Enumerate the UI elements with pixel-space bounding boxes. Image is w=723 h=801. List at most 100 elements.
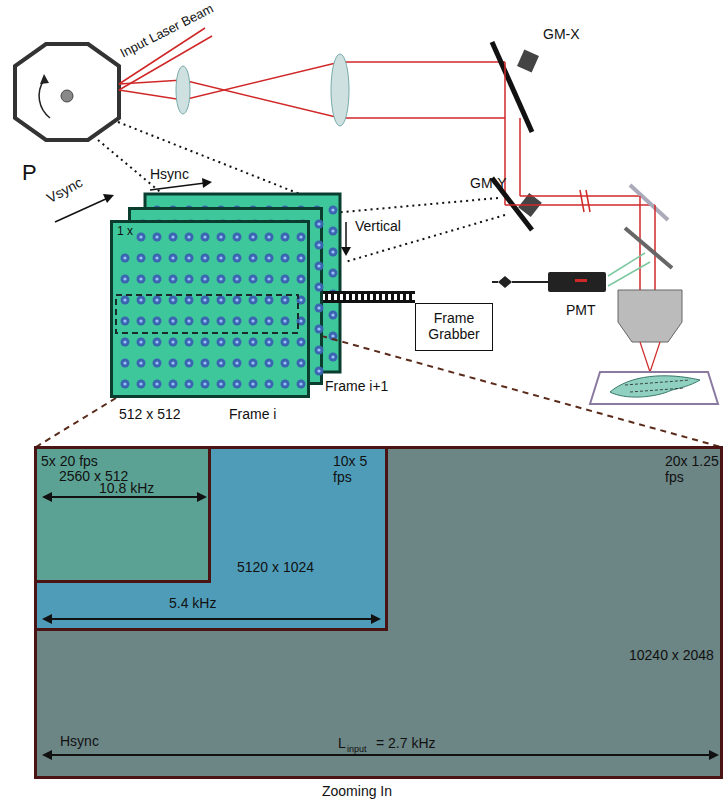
drawing-part: [233, 296, 242, 305]
drawing-part: [519, 118, 521, 196]
drawing-part: [203, 277, 206, 280]
drawing-part: [249, 296, 258, 305]
drawing-part: [39, 80, 50, 118]
drawing-part: [505, 204, 655, 206]
drawing-part: [61, 90, 73, 102]
drawing-part: [608, 262, 650, 286]
node-text: 10240 x 2048: [629, 647, 714, 663]
drawing-part: [267, 382, 270, 385]
drawing-part: [265, 275, 274, 284]
drawing-part: [219, 340, 222, 343]
drawing-part: [217, 275, 226, 284]
drawing-part: [235, 361, 238, 364]
drawing-part: [331, 229, 334, 232]
drawing-part: [103, 194, 114, 203]
drawing-part: [169, 359, 178, 368]
drawing-part: [155, 235, 158, 238]
drawing-part: [153, 275, 162, 284]
drawing-part: [249, 359, 258, 368]
drawing-part: [517, 50, 539, 73]
drawing-part: [155, 340, 158, 343]
drawing-part: [299, 361, 302, 364]
drawing-part: [169, 254, 178, 263]
drawing-part: [121, 317, 130, 326]
drawing-part: [201, 233, 210, 242]
node-text: 1 x: [117, 225, 133, 239]
drawing-part: [42, 614, 52, 624]
drawing-part: [185, 380, 194, 389]
drawing-part: [249, 233, 258, 242]
drawing-part: [139, 256, 142, 259]
drawing-part: [281, 317, 290, 326]
drawing-part: [42, 492, 52, 502]
drawing-part: [267, 256, 270, 259]
drawing-part: [520, 195, 640, 197]
drawing-part: [249, 380, 258, 389]
drawing-part: [48, 496, 201, 498]
drawing-part: [219, 382, 222, 385]
drawing-part: [281, 380, 290, 389]
drawing-part: [139, 361, 142, 364]
drawing-part: [315, 304, 324, 313]
drawing-part: [235, 382, 238, 385]
drawing-part: [201, 317, 210, 326]
drawing-part: [329, 269, 338, 278]
node-text: 5x 20 fps: [41, 453, 98, 469]
drawing-part: [233, 275, 242, 284]
drawing-part: [139, 382, 142, 385]
drawing-part: [299, 319, 302, 322]
label-text: = 2.7 kHz: [376, 735, 436, 751]
drawing-part: [251, 382, 254, 385]
drawing-part: [137, 254, 146, 263]
drawing-part: [267, 277, 270, 280]
drawing-part: [201, 359, 210, 368]
label-text: PMT: [566, 302, 596, 318]
drawing-part: [267, 235, 270, 238]
drawing-part: [299, 298, 302, 301]
drawing-part: [185, 359, 194, 368]
objective: [618, 290, 682, 342]
drawing-part: [267, 361, 270, 364]
drawing-part: [219, 319, 222, 322]
drawing-part: [265, 380, 274, 389]
drawing-part: [299, 256, 302, 259]
drawing-part: [315, 241, 324, 250]
node-text: 5120 x 1024: [237, 559, 314, 575]
drawing-part: [219, 277, 222, 280]
drawing-part: [283, 340, 286, 343]
drawing-part: [217, 359, 226, 368]
drawing-part: [341, 247, 351, 256]
node-text: Frame Grabber: [423, 310, 485, 342]
drawing-part: [283, 361, 286, 364]
drawing-part: [42, 750, 52, 760]
drawing-part: [235, 277, 238, 280]
label-text: GM-Y: [470, 175, 507, 191]
drawing-part: [345, 222, 347, 250]
drawing-part: [137, 338, 146, 347]
drawing-part: [251, 361, 254, 364]
drawing-part: [201, 296, 210, 305]
drawing-part: [281, 359, 290, 368]
label-text: Vertical: [355, 218, 401, 234]
drawing-part: [233, 233, 242, 242]
drawing-part: [640, 342, 660, 372]
node-text: Frame i: [229, 406, 276, 422]
drawing-part: [137, 359, 146, 368]
drawing-part: [171, 256, 174, 259]
drawing-part: [139, 340, 142, 343]
drawing-part: [155, 277, 158, 280]
drawing-part: [123, 298, 126, 301]
drawing-part: [219, 298, 222, 301]
label-text: Vsync: [44, 174, 85, 206]
zoom-panel-10x: 10x 5 fps5120 x 10245.4 kHz5x 20 fps2560…: [34, 446, 388, 631]
pmt: [548, 272, 606, 292]
drawing-part: [267, 298, 270, 301]
drawing-part: [267, 319, 270, 322]
drawing-part: [265, 359, 274, 368]
drawing-part: [187, 319, 190, 322]
drawing-part: [169, 233, 178, 242]
drawing-part: [235, 298, 238, 301]
drawing-part: [283, 298, 286, 301]
drawing-part: [217, 380, 226, 389]
drawing-part: [201, 254, 210, 263]
